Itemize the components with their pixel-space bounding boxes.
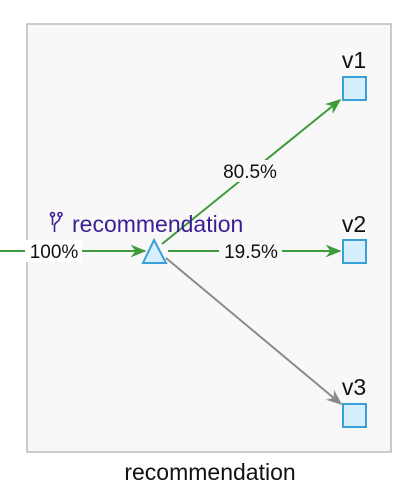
incoming-edge-label: 100% — [30, 242, 79, 263]
incoming-label-bg — [25, 240, 82, 262]
edge-v2-label: 19.5% — [224, 242, 278, 263]
version-node-v3[interactable] — [342, 403, 367, 428]
edge-v2-label-bg — [219, 240, 282, 262]
app-box — [26, 23, 392, 453]
version-node-v2[interactable] — [342, 239, 367, 264]
edge-v1-label: 80.5% — [223, 162, 277, 183]
edge-v1-label-bg — [218, 160, 281, 182]
version-label-v2: v2 — [342, 211, 366, 237]
branch-icon — [49, 211, 63, 232]
service-node-triangle[interactable] — [141, 237, 168, 264]
version-node-v1[interactable] — [342, 76, 367, 101]
box-caption: recommendation — [124, 459, 295, 485]
edge-to-v3[interactable] — [165, 257, 343, 406]
service-name: recommendation — [72, 211, 243, 237]
version-label-v1: v1 — [342, 47, 366, 73]
version-label-v3: v3 — [342, 374, 366, 400]
